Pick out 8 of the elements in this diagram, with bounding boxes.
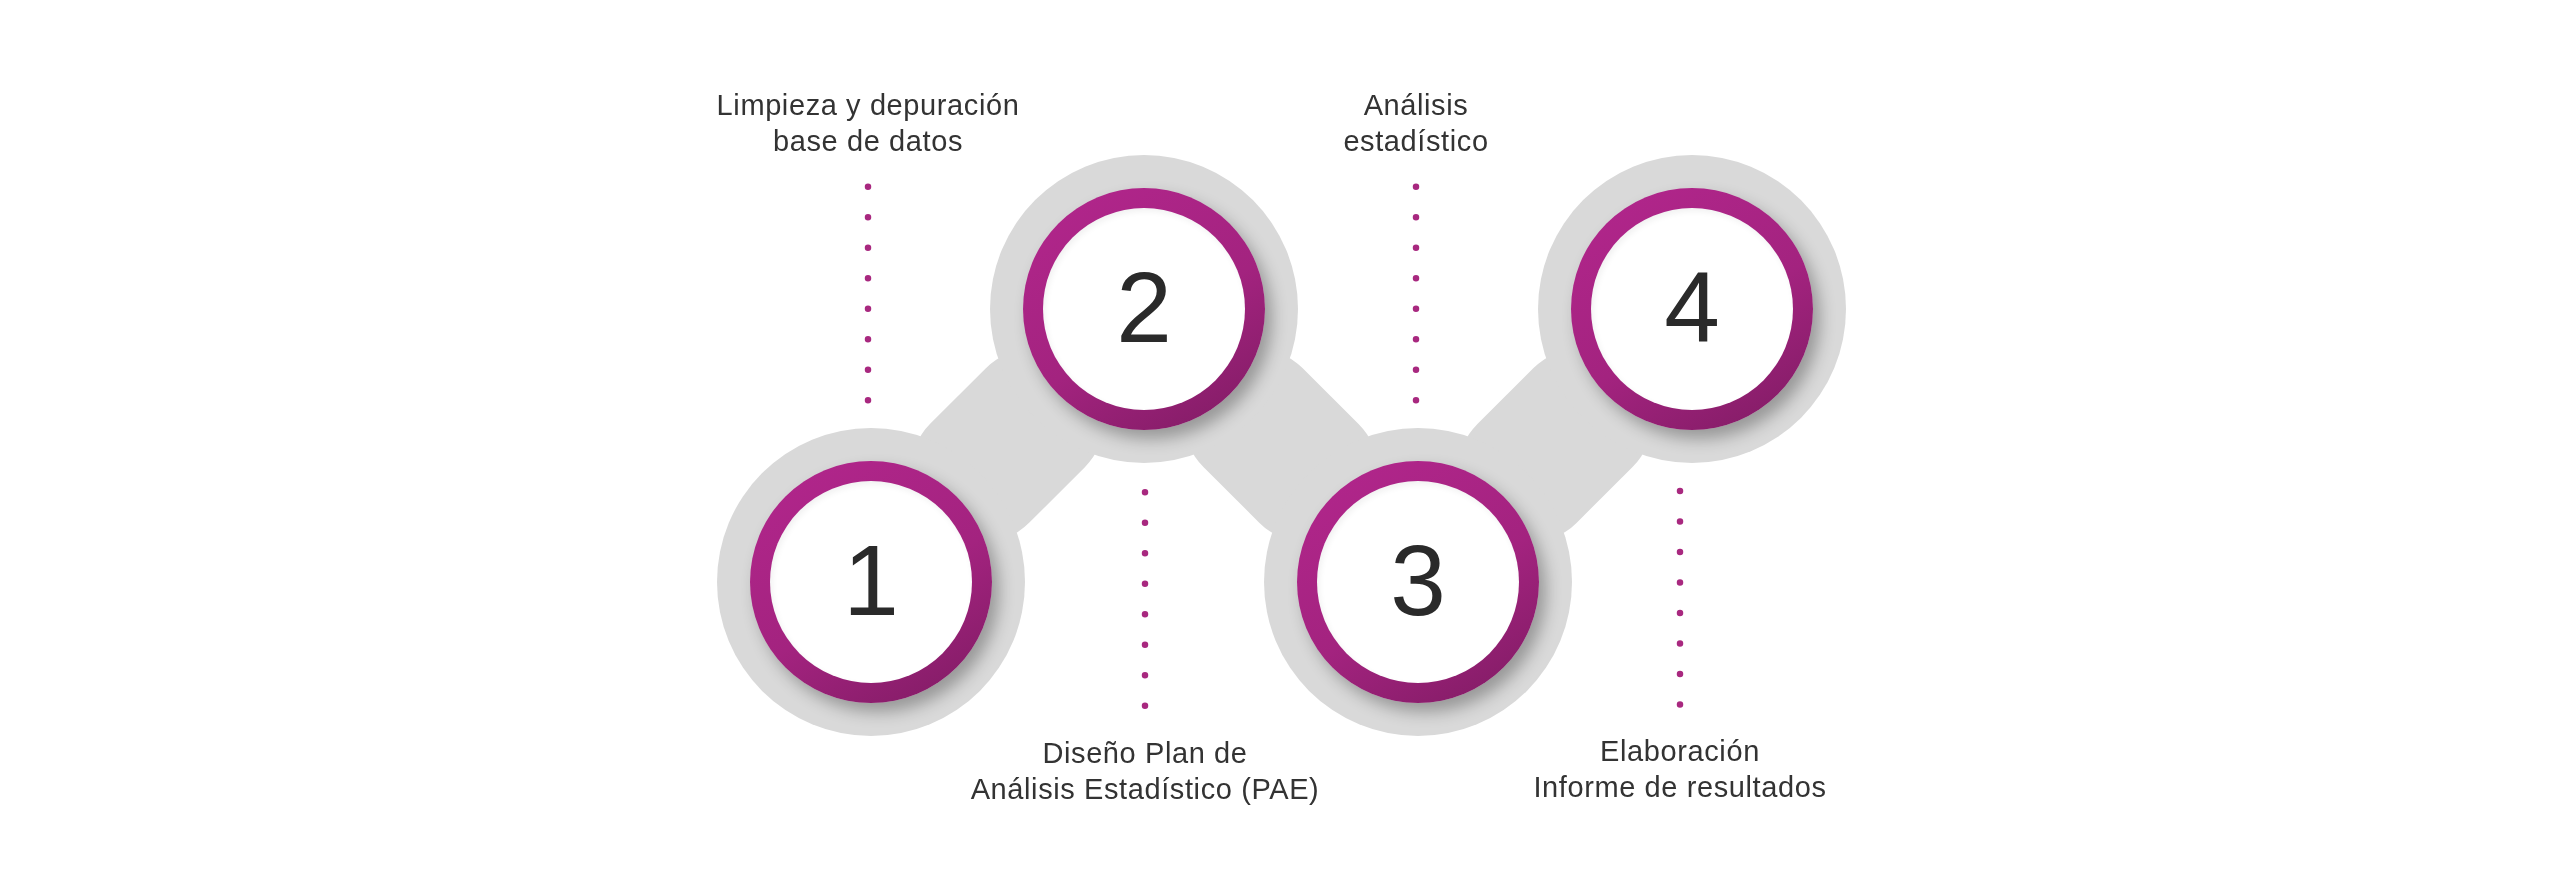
step-number: 3 [1390,530,1446,630]
step-number: 1 [843,530,899,630]
step-label: Elaboración Informe de resultados [1533,733,1827,805]
step-number: 2 [1116,257,1172,357]
step-label: Limpieza y depuración base de datos [716,87,1020,159]
step-number: 4 [1664,257,1720,357]
step-label: Diseño Plan de Análisis Estadístico (PAE) [970,735,1320,807]
step-label: Análisis estadístico [1343,87,1489,159]
